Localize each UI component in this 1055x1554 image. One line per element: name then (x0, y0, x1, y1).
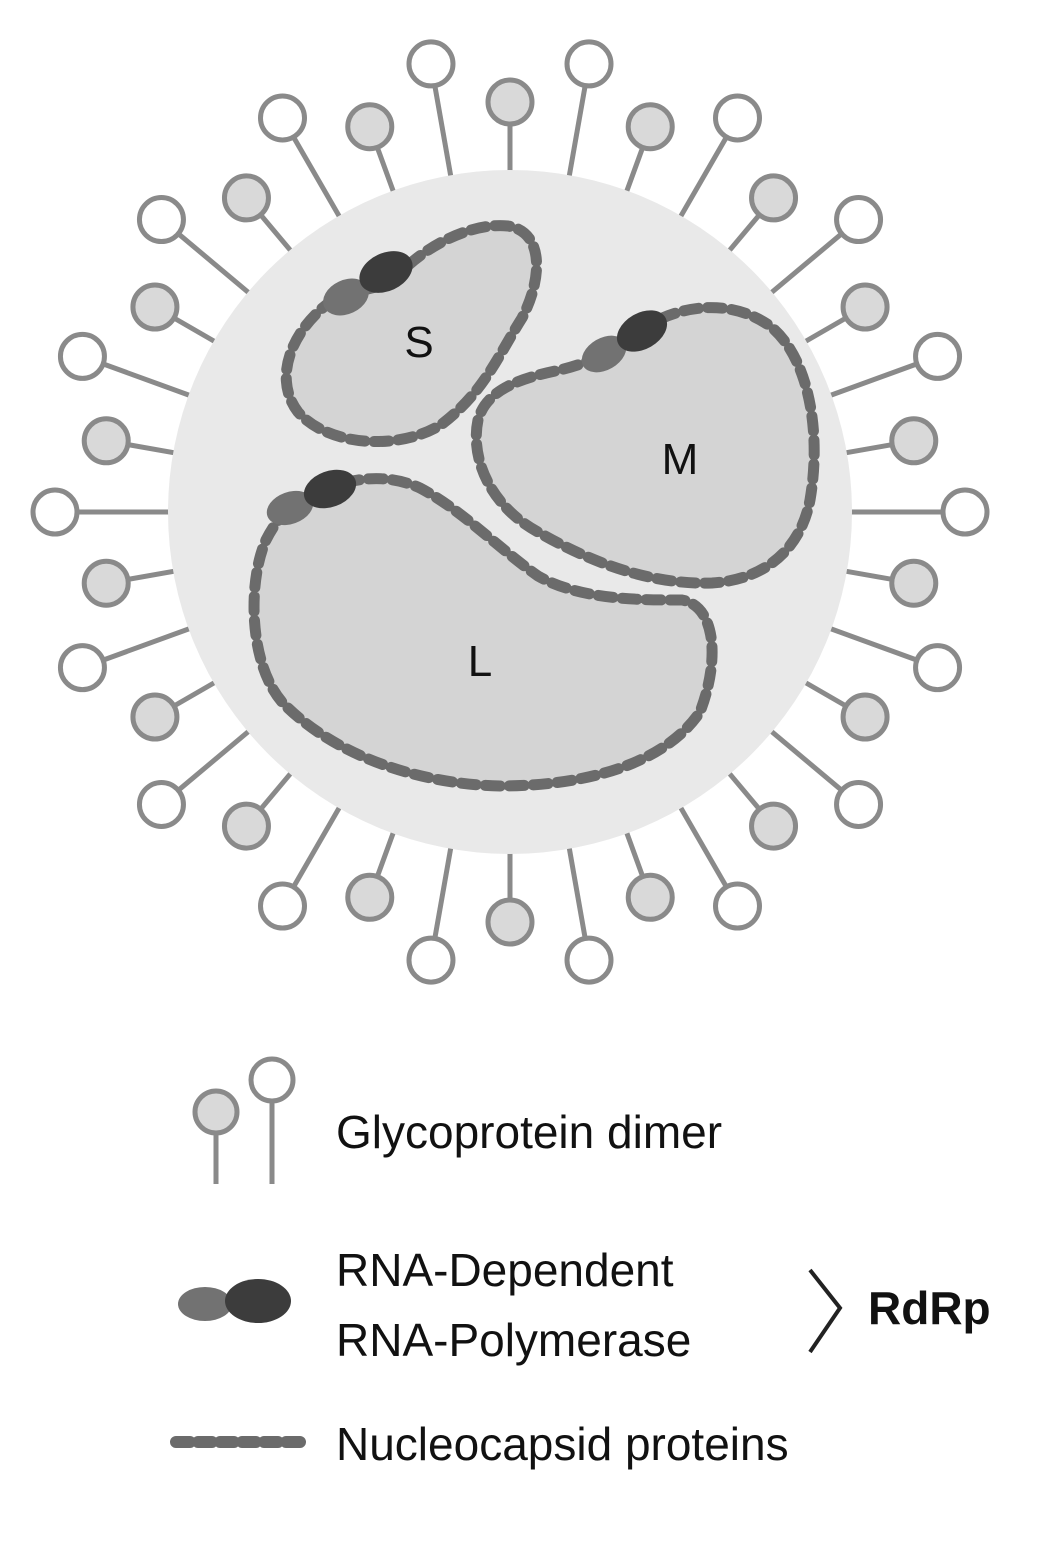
rdrp-dark-subunit (616, 310, 668, 352)
legend-rdrp-icon (178, 1279, 291, 1323)
glycoprotein-knob-white (564, 39, 614, 89)
segment-l-nucleocapsid (248, 473, 718, 792)
glycoprotein-knob-white (57, 331, 107, 381)
legend-rdrp-bracket (808, 1268, 843, 1354)
glycoprotein-knob-white (136, 195, 186, 245)
glycoprotein-knob-gray (889, 416, 939, 466)
legend-rdrp-abbrev: RdRp (868, 1282, 991, 1334)
glycoprotein-knob-gray (81, 416, 131, 466)
rdrp-complex-s (323, 251, 413, 316)
glycoprotein-knob-white (57, 643, 107, 693)
segment-l-label: L (468, 637, 492, 686)
glycoprotein-knob-gray (345, 102, 395, 152)
legend: Glycoprotein dimer RNA-Dependent RNA-Pol… (170, 1056, 991, 1470)
glycoprotein-knob-white (406, 39, 456, 89)
glycoprotein-knob-gray (130, 282, 180, 332)
glycoprotein-knob-gray (81, 558, 131, 608)
rdrp-light-subunit (266, 490, 314, 526)
glycoprotein-knob-gray (625, 102, 675, 152)
glycoprotein-knob-gray (221, 173, 271, 223)
rdrp-dark-subunit (359, 251, 413, 293)
glycoprotein-knob-gray (221, 801, 271, 851)
legend-rdrp-line2: RNA-Polymerase (336, 1314, 691, 1366)
glycoprotein-knob-white (834, 779, 884, 829)
legend-glycoprotein-label: Glycoprotein dimer (336, 1106, 722, 1158)
glycoprotein-knob-white (713, 881, 762, 931)
segment-s-nucleocapsid (280, 220, 542, 448)
glycoprotein-knob-white (834, 195, 884, 245)
glycoprotein-knob-white (136, 779, 186, 829)
glycoprotein-knob-white (258, 93, 307, 143)
glycoprotein-knob-white (406, 935, 456, 985)
glycoprotein-knob-white (913, 643, 963, 693)
glycoprotein-knob-gray (749, 173, 799, 223)
glycoprotein-knob-gray (485, 77, 535, 127)
rdrp-dark-subunit (303, 469, 357, 509)
glycoprotein-knob-white (940, 487, 990, 537)
glycoprotein-knob-gray (749, 801, 799, 851)
glycoprotein-knob-white (30, 487, 80, 537)
segment-m-nucleocapsid (470, 302, 820, 589)
glycoprotein-knob-gray (485, 897, 535, 947)
glycoprotein-knob-gray (889, 558, 939, 608)
legend-nucleocapsid-label: Nucleocapsid proteins (336, 1418, 789, 1470)
glycoprotein-knob-gray (345, 872, 395, 922)
legend-glycoprotein-icon (192, 1056, 296, 1184)
glycoprotein-knob-gray (130, 692, 180, 742)
glycoprotein-knob-white (713, 93, 762, 143)
rdrp-complex-l (266, 469, 357, 526)
rdrp-light-subunit (323, 278, 369, 316)
glycoprotein-knob-white (564, 935, 614, 985)
rdrp-complex-m (581, 310, 668, 373)
segment-m-label: M (662, 435, 699, 484)
glycoprotein-knob-gray (840, 282, 890, 332)
legend-rdrp-line1: RNA-Dependent (336, 1244, 674, 1296)
glycoprotein-knob-white (913, 331, 963, 381)
rdrp-light-subunit (581, 335, 627, 373)
segment-s-label: S (404, 318, 433, 367)
glycoprotein-knob-white (258, 881, 307, 931)
glycoprotein-knob-gray (840, 692, 890, 742)
glycoprotein-knob-gray (625, 872, 675, 922)
glycoprotein-spikes (30, 39, 990, 985)
